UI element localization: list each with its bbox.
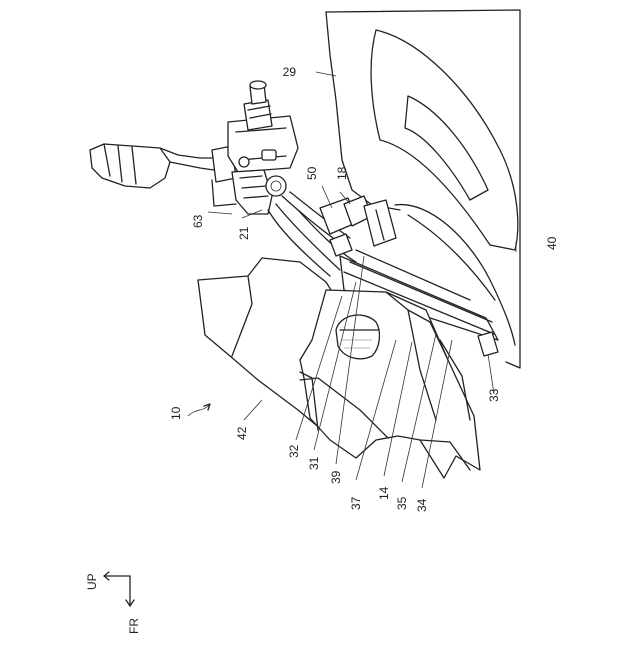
- front-cowl: [198, 258, 480, 478]
- label-63: 63: [191, 214, 205, 228]
- label-21: 21: [237, 226, 251, 240]
- label-37: 37: [349, 496, 363, 510]
- label-35: 35: [395, 496, 409, 510]
- direction-up: UP: [85, 573, 99, 590]
- label-42: 42: [235, 426, 249, 440]
- handlebar-assembly: [90, 81, 298, 214]
- label-50: 50: [305, 166, 319, 180]
- label-29: 29: [283, 65, 297, 79]
- label-32: 32: [287, 444, 301, 458]
- mount-brackets: [320, 196, 396, 256]
- label-39: 39: [329, 470, 343, 484]
- label-18: 18: [335, 166, 349, 180]
- label-14: 14: [377, 486, 391, 500]
- label-31: 31: [307, 456, 321, 470]
- label-40: 40: [545, 236, 559, 250]
- label-34: 34: [415, 498, 429, 512]
- label-33: 33: [487, 388, 501, 402]
- direction-front: FR: [127, 618, 141, 634]
- direction-indicator: UP FR: [85, 572, 141, 634]
- label-10: 10: [169, 406, 183, 420]
- pointer-arrow-10: [188, 404, 210, 416]
